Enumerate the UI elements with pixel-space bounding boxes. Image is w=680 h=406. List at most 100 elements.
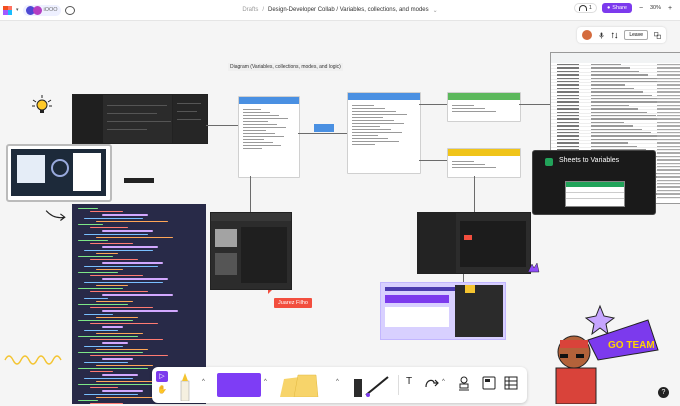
sheet-row [551,135,680,138]
main-menu-chevron-icon[interactable]: ▾ [16,7,19,13]
skills-card[interactable] [380,282,506,340]
section-title[interactable]: Diagram (Variables, collections, modes, … [228,63,343,71]
code-line [96,300,133,302]
microphone-icon[interactable] [598,31,605,39]
code-line [84,233,148,235]
shape-tool-button[interactable] [217,373,261,397]
zoom-in-button[interactable]: + [667,4,673,12]
toolbar-divider [398,375,399,395]
connector-line[interactable] [519,104,550,105]
zoom-level[interactable]: 30% [649,5,661,11]
sheet-row [551,84,680,87]
prototype-thumbnail[interactable] [6,144,112,202]
breadcrumb: Drafts / Design-Developer Collab / Varia… [0,0,680,20]
connector-line[interactable] [250,176,251,212]
connector-pen-tool-button[interactable] [352,373,394,399]
zoom-out-button[interactable]: − [638,4,644,12]
code-line [78,384,153,386]
modes-panel-screenshot[interactable] [417,212,531,274]
node-text-line [352,117,383,118]
help-button[interactable]: ? [658,387,669,398]
node-text-line [243,124,277,125]
shape-options-chevron-icon[interactable]: ^ [264,379,267,385]
sheet-row [551,125,680,128]
connector-line[interactable] [419,104,447,105]
collaborator-name-tag: Juarez Filho [274,298,312,308]
section-tool-icon[interactable] [482,376,496,390]
node-text-line [243,139,264,140]
avatar [25,5,35,15]
code-line [102,230,153,232]
node-text-line [243,115,279,116]
share-button[interactable]: ● Share [601,3,632,13]
node-header [348,93,420,100]
sheet-row [551,98,680,100]
connector-tool-icon[interactable] [424,377,440,389]
sheet-row [551,64,680,66]
thumbnail-image [11,149,106,196]
comment-icon[interactable] [64,5,75,15]
top-bar: ▾ iOOO Drafts / Design-Developer Collab … [0,0,680,21]
audio-button[interactable]: 1 [573,3,597,13]
connector-line[interactable] [298,133,347,134]
figjam-logo-icon[interactable] [3,5,12,15]
node-text-line [452,111,497,112]
avatar[interactable] [582,30,593,40]
sheets-preview-table [565,181,625,207]
file-title[interactable]: Design-Developer Collab / Variables, col… [268,7,429,13]
connector-options-chevron-icon[interactable]: ^ [442,379,445,385]
code-line [90,227,128,229]
variables-panel-screenshot[interactable] [210,212,292,290]
code-line [90,371,113,373]
sort-arrows-icon[interactable] [611,31,618,39]
code-line [90,291,148,293]
move-tool-button[interactable]: ▷ [156,371,168,382]
collaborators-pill[interactable]: iOOO [22,4,61,16]
node-text-line [352,123,405,124]
leave-button[interactable]: Leave [624,30,648,40]
sheet-row [551,67,680,70]
sheet-row [551,121,680,124]
connector-label[interactable] [314,124,334,132]
audio-count: 1 [588,5,592,11]
table-tool-icon[interactable] [504,376,518,390]
sheet-row [551,101,680,104]
diagram-node-variable[interactable] [347,92,421,174]
node-text-line [243,118,288,119]
floating-toolbar: Leave [577,27,666,43]
marker-options-chevron-icon[interactable]: ^ [202,379,205,385]
code-line [78,352,143,354]
diagram-node-mode[interactable] [447,92,521,122]
design-screenshot-frame[interactable] [172,94,208,144]
code-line [90,323,158,325]
top-bar-left: ▾ iOOO [0,4,75,16]
hand-tool-button[interactable]: ✋ [157,385,167,394]
node-text-line [243,109,262,110]
code-line [96,268,123,270]
node-text-line [452,108,486,109]
sticky-options-chevron-icon[interactable]: ^ [336,379,339,385]
sticky-note-tool-button[interactable] [270,373,330,397]
code-line [78,208,98,210]
title-chevron-icon[interactable]: ⌄ [432,7,438,14]
node-text-line [452,167,497,168]
code-line [96,252,118,254]
connector-line[interactable] [419,160,447,161]
diagram-node-collection[interactable] [238,96,300,178]
sheets-to-variables-card[interactable]: Sheets to Variables [532,150,656,215]
marker-tool-button[interactable] [176,371,194,401]
connector-line[interactable] [474,176,475,212]
top-bar-right: 1 ● Share − 30% + [573,3,674,13]
code-line [102,310,178,312]
node-text-line [452,161,475,162]
text-tool-button[interactable]: T [406,376,413,387]
sheet-row [551,145,680,148]
connector-line[interactable] [206,125,238,126]
stamp-tool-icon[interactable] [458,376,470,392]
breadcrumb-folder[interactable]: Drafts [242,7,259,13]
layout-icon[interactable] [654,31,661,39]
code-line [84,393,138,395]
diagram-node-language[interactable] [447,148,521,178]
connector-line[interactable] [463,272,464,282]
code-line [84,329,118,331]
